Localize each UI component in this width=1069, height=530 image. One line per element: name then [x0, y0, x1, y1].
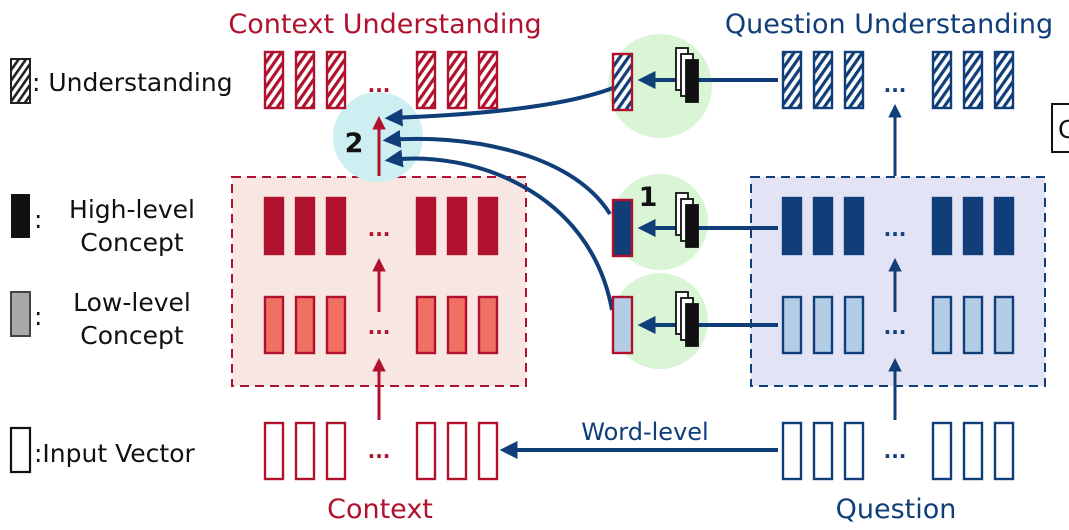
- question-understanding-vector: [962, 50, 984, 110]
- question-understanding-vector: [993, 50, 1015, 110]
- question-low-vector: [781, 295, 803, 355]
- ellipsis-context-low: ...: [368, 315, 391, 339]
- question-understanding-title: Question Understanding: [725, 9, 1053, 40]
- word-level-label: Word-level: [581, 418, 708, 446]
- context-high-vector: [446, 196, 468, 256]
- ellipsis-question-input: ...: [884, 439, 907, 463]
- context-input-vector: [325, 421, 347, 481]
- context-low-vector: [477, 295, 499, 355]
- ellipsis-question-low: ...: [884, 315, 907, 339]
- context-understanding-title: Context Understanding: [228, 9, 541, 40]
- context-high-vector: [477, 196, 499, 256]
- context-input-vector: [263, 421, 285, 481]
- ellipsis-context-understanding: ...: [368, 73, 391, 97]
- question-input-vector: [781, 421, 803, 481]
- legend-understanding-swatch: [10, 58, 31, 104]
- question-low-vector: [962, 295, 984, 355]
- fused-understanding-vector: [611, 52, 634, 112]
- question-low-vector: [843, 295, 865, 355]
- fused-low-level-vector: [611, 295, 634, 355]
- question-high-vector: [993, 196, 1015, 256]
- question-high-vector: [812, 196, 834, 256]
- context-input-vector: [446, 421, 468, 481]
- context-high-vector: [415, 196, 437, 256]
- fused-high-level-vector: [611, 198, 634, 258]
- question-high-vector: [843, 196, 865, 256]
- step-1-label: 1: [639, 182, 658, 213]
- legend-high-level-swatch: [11, 194, 30, 238]
- legend-high-level-colon: :: [34, 205, 42, 234]
- cut-off-box: [1051, 103, 1069, 153]
- question-low-vector: [993, 295, 1015, 355]
- ellipsis-context-input: ...: [368, 439, 391, 463]
- question-low-vector: [812, 295, 834, 355]
- ellipsis-question-high: ...: [884, 217, 907, 241]
- question-understanding-vector: [812, 50, 834, 110]
- question-input-vector: [843, 421, 865, 481]
- context-understanding-vector: [477, 50, 499, 110]
- context-high-vector: [294, 196, 316, 256]
- attention-stack-high-level-icon: [675, 192, 699, 248]
- context-label: Context: [327, 494, 433, 525]
- question-low-vector: [931, 295, 953, 355]
- context-low-vector: [446, 295, 468, 355]
- arrow-fused-understanding-to-merge: [384, 86, 614, 127]
- context-understanding-vector: [263, 50, 285, 110]
- legend-input-vector-swatch: [9, 426, 32, 474]
- ellipsis-context-high: ...: [368, 217, 391, 241]
- context-input-vector: [477, 421, 499, 481]
- arrow-fused-low-to-merge: [384, 149, 614, 311]
- question-input-vector: [962, 421, 984, 481]
- legend-input-vector-label: :Input Vector: [34, 439, 195, 468]
- context-understanding-vector: [294, 50, 316, 110]
- legend-low-level-colon: :: [34, 302, 42, 331]
- question-input-vector: [931, 421, 953, 481]
- question-high-vector: [931, 196, 953, 256]
- attention-stack-low-level-icon: [675, 291, 699, 347]
- context-low-vector: [415, 295, 437, 355]
- context-input-vector: [294, 421, 316, 481]
- context-low-vector: [294, 295, 316, 355]
- arrow-fused-high-to-merge: [382, 129, 612, 216]
- step-2-label: 2: [345, 128, 364, 159]
- context-understanding-vector: [325, 50, 347, 110]
- ellipsis-question-understanding: ...: [884, 73, 907, 97]
- context-low-vector: [325, 295, 347, 355]
- question-high-vector: [781, 196, 803, 256]
- question-understanding-vector: [781, 50, 803, 110]
- legend-low-level-swatch: [10, 291, 31, 337]
- attention-stack-understanding-icon: [675, 47, 699, 103]
- context-input-vector: [415, 421, 437, 481]
- context-high-vector: [325, 196, 347, 256]
- context-understanding-vector: [415, 50, 437, 110]
- question-understanding-vector: [843, 50, 865, 110]
- context-high-vector: [263, 196, 285, 256]
- question-label: Question: [836, 494, 957, 525]
- question-input-vector: [812, 421, 834, 481]
- context-low-vector: [263, 295, 285, 355]
- cut-off-text: C: [1058, 115, 1069, 144]
- question-high-vector: [962, 196, 984, 256]
- context-understanding-vector: [446, 50, 468, 110]
- question-input-vector: [993, 421, 1015, 481]
- legend-understanding-label: : Understanding: [32, 68, 233, 97]
- question-understanding-vector: [931, 50, 953, 110]
